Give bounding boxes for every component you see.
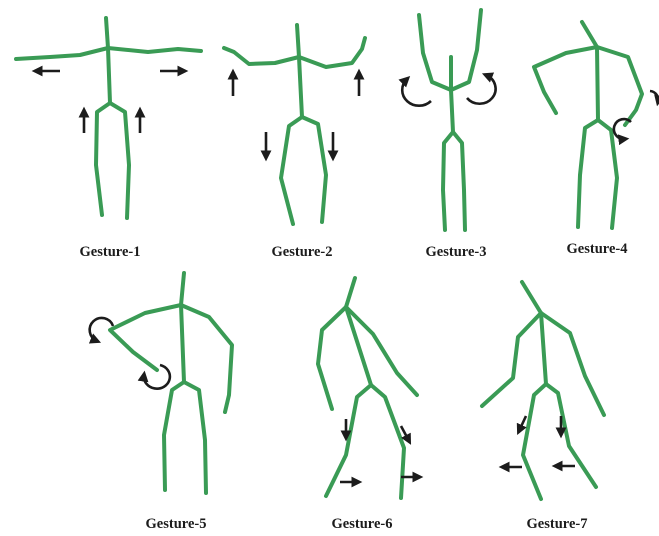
gesture-5-caption: Gesture-5 (146, 516, 207, 532)
gesture-1-caption: Gesture-1 (80, 244, 141, 260)
gesture-1-skeleton (16, 18, 201, 218)
gesture-7-figure: Gesture-7 (482, 282, 604, 532)
gesture-1-figure: Gesture-1 (16, 18, 201, 260)
gesture-4-skeleton (534, 22, 642, 228)
gesture-7-caption: Gesture-7 (527, 516, 588, 532)
gesture-4-figure: Gesture-4 (534, 22, 658, 257)
gesture-2-caption: Gesture-2 (272, 244, 333, 260)
gesture-2-motion-arrows (233, 73, 359, 157)
gesture-3-figure: Gesture-3 (402, 10, 495, 260)
gesture-4-caption: Gesture-4 (567, 241, 628, 257)
gesture-4-motion-arrows (614, 91, 658, 139)
gesture-6-caption: Gesture-6 (332, 516, 393, 532)
gesture-2-figure: Gesture-2 (224, 25, 365, 260)
gesture-3-skeleton (419, 10, 481, 230)
gesture-5-skeleton (110, 273, 232, 493)
gesture-3-caption: Gesture-3 (426, 244, 487, 260)
gesture-5-motion-arrows (90, 318, 170, 389)
gesture-7-skeleton (482, 282, 604, 499)
gesture-6-skeleton (318, 278, 417, 498)
gesture-2-skeleton (224, 25, 365, 224)
gesture-6-figure: Gesture-6 (318, 278, 419, 532)
gesture-5-figure: Gesture-5 (90, 273, 232, 532)
